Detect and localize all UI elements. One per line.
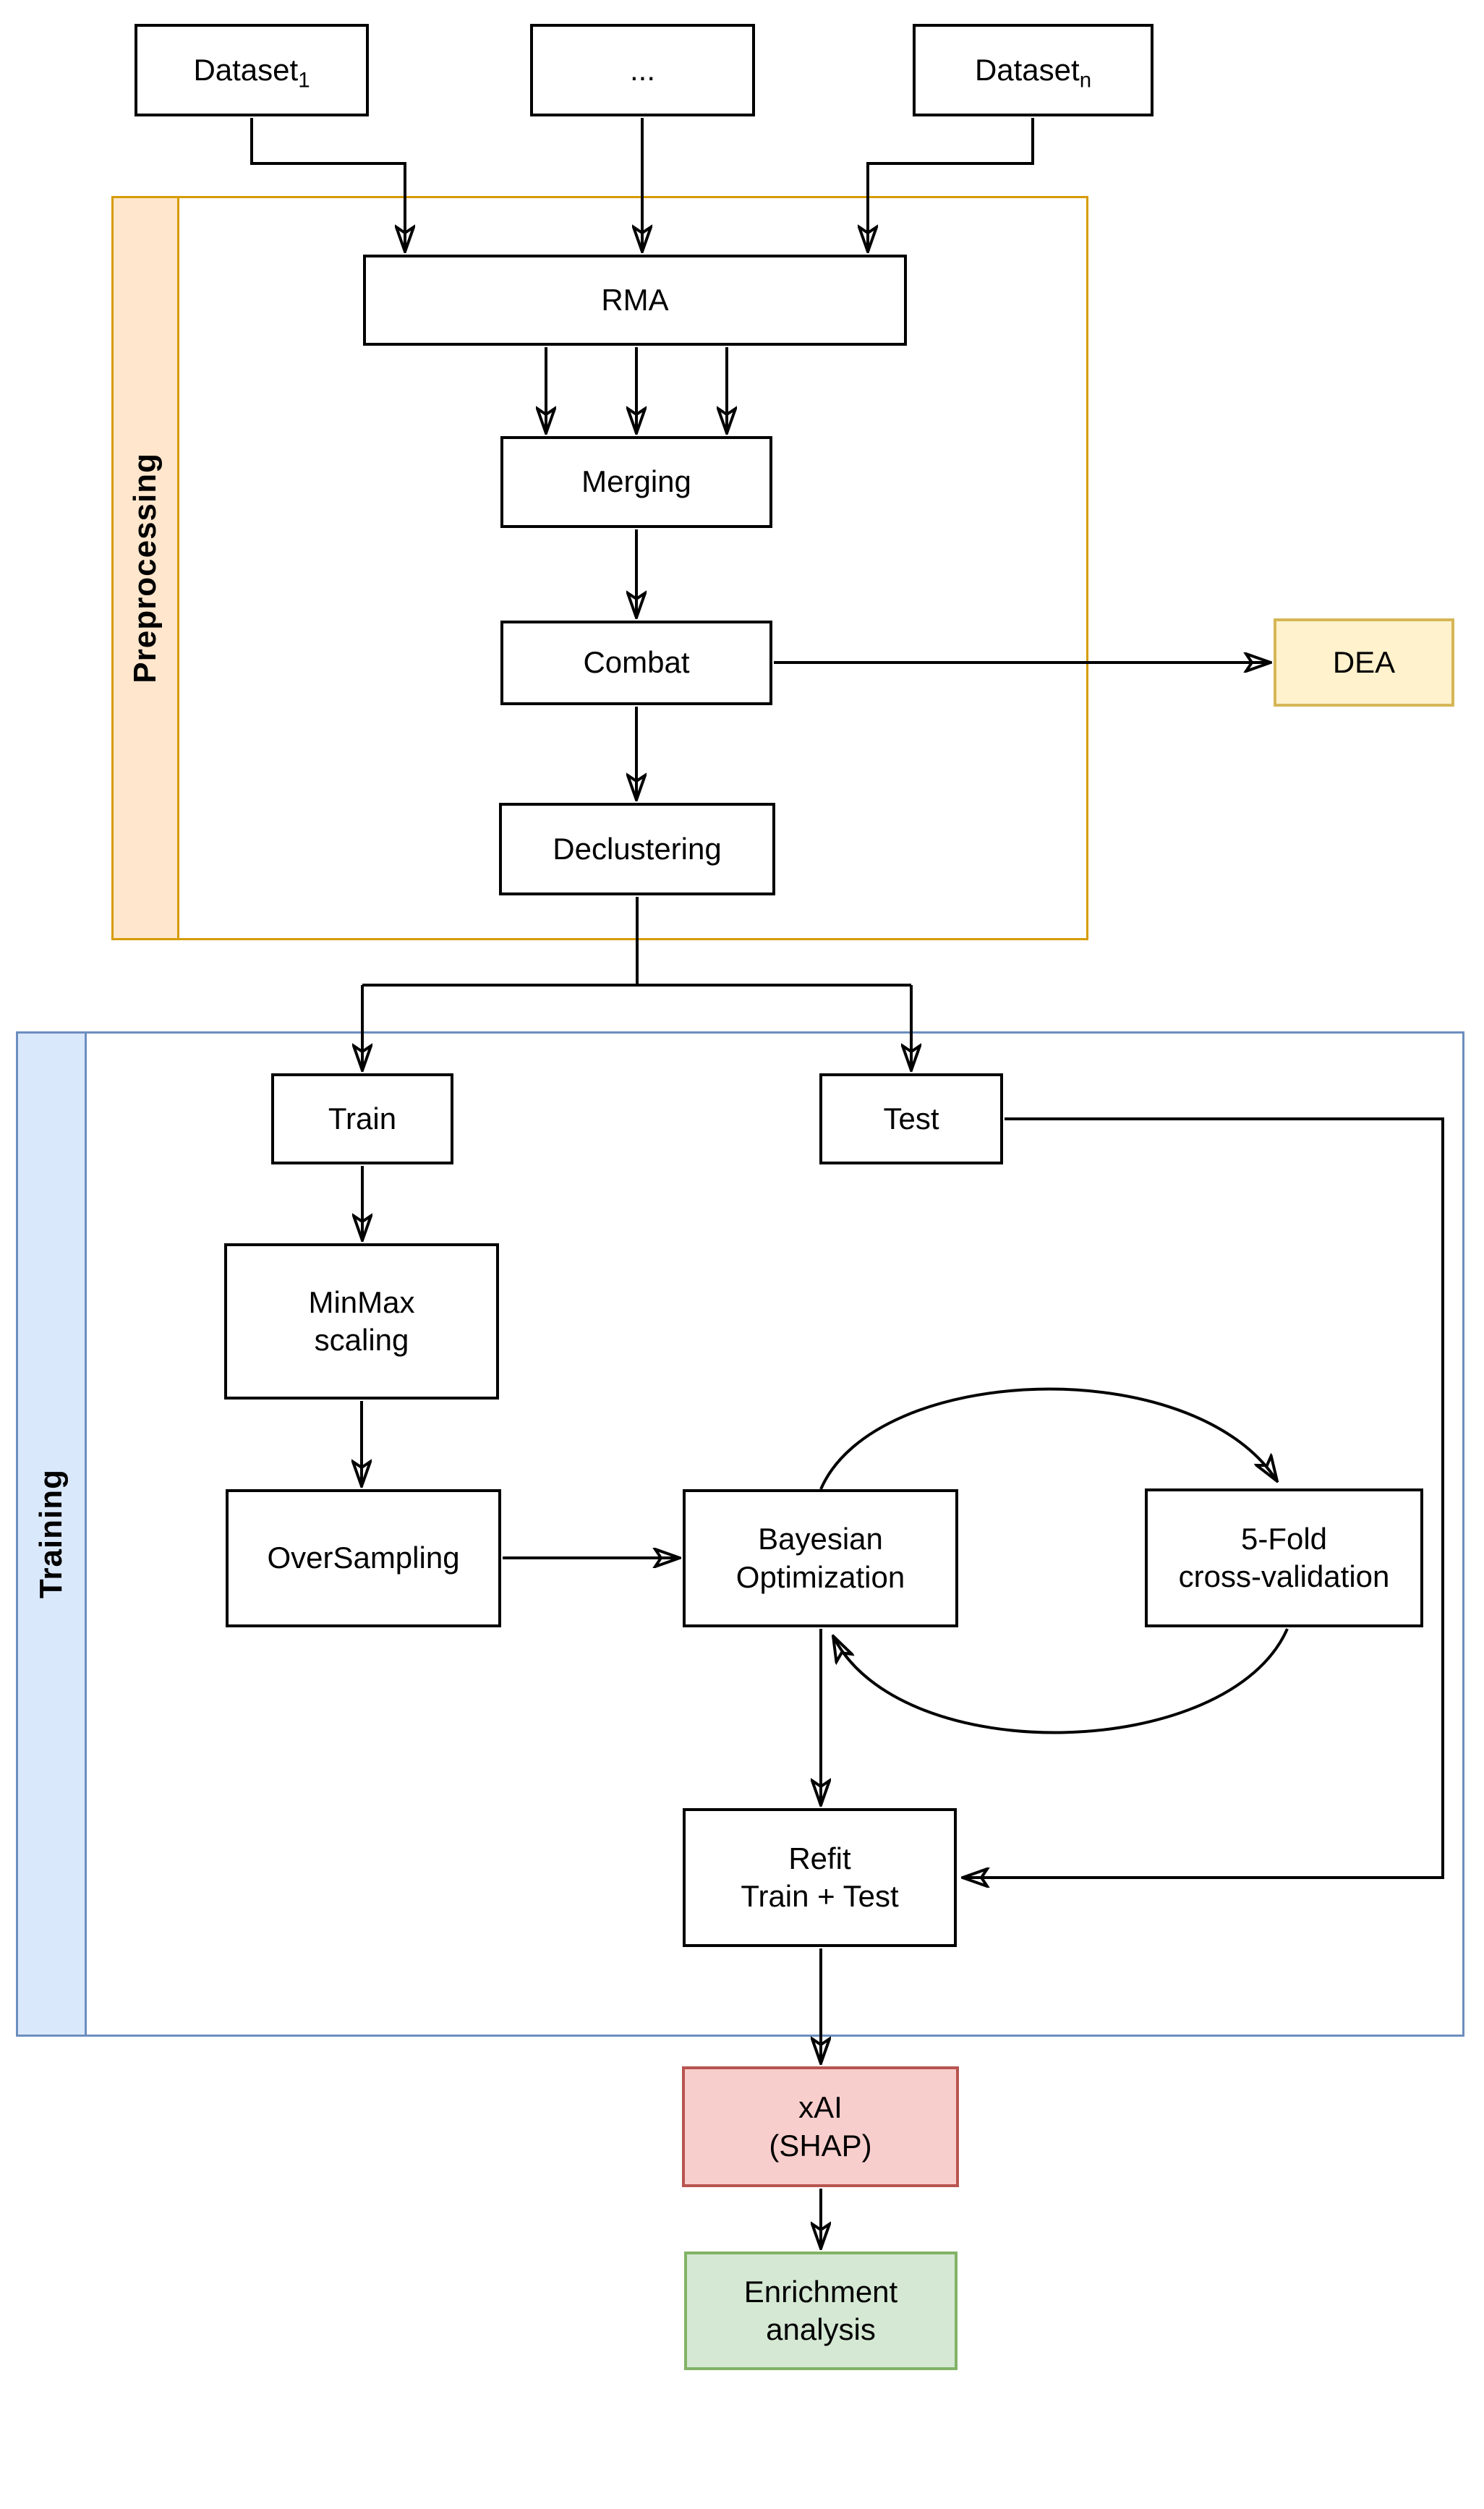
node-combat: Combat (500, 621, 772, 705)
node-refit-train-test: Refit Train + Test (683, 1808, 957, 1947)
node-test-label: Test (883, 1101, 939, 1136)
node-oversampling-label: OverSampling (267, 1541, 460, 1575)
node-datasetn-label: Datasetn (974, 51, 1092, 93)
preprocessing-container: Preprocessing (111, 196, 1088, 940)
datasetn-subscript: n (1079, 68, 1092, 93)
node-bayesian-optimization: Bayesian Optimization (683, 1489, 958, 1627)
dataset1-subscript: 1 (298, 68, 310, 93)
preprocessing-label-strip: Preprocessing (114, 198, 179, 938)
node-bayesian-line1: Bayesian (758, 1522, 883, 1556)
node-xai-shap: xAI (SHAP) (682, 2066, 959, 2187)
node-refit-line2: Train + Test (741, 1879, 899, 1913)
node-dataset-ellipsis: ... (530, 24, 755, 116)
datasetn-text: Dataset (974, 52, 1080, 87)
node-dataset1: Dataset1 (135, 24, 369, 116)
training-label: Training (33, 1469, 69, 1599)
node-refit-line1: Refit (788, 1841, 851, 1875)
node-enrichment-line1: Enrichment (743, 2274, 898, 2309)
node-cv-line2: cross-validation (1178, 1559, 1390, 1593)
node-enrichment-line2: analysis (766, 2312, 876, 2346)
node-declustering-label: Declustering (553, 831, 722, 866)
node-datasetn: Datasetn (913, 24, 1153, 116)
node-declustering: Declustering (499, 803, 775, 895)
node-xai-line2: (SHAP) (769, 2128, 872, 2163)
training-container: Training (16, 1031, 1464, 2037)
node-combat-label: Combat (583, 645, 690, 680)
node-dea-label: DEA (1332, 644, 1396, 679)
node-enrichment-analysis: Enrichment analysis (684, 2252, 958, 2370)
node-rma: RMA (363, 255, 907, 346)
node-oversampling: OverSampling (226, 1489, 501, 1627)
training-label-strip: Training (18, 1034, 87, 2035)
node-minmax-scaling: MinMax scaling (224, 1243, 499, 1400)
node-dea: DEA (1274, 618, 1454, 707)
dataset1-text: Dataset (193, 52, 299, 87)
node-dataset-ellipsis-label: ... (629, 52, 655, 87)
node-xai-line1: xAI (798, 2090, 843, 2124)
node-train: Train (271, 1073, 453, 1164)
node-minmax-line2: scaling (314, 1323, 409, 1357)
node-5fold-cross-validation: 5-Fold cross-validation (1145, 1488, 1423, 1627)
preprocessing-label: Preprocessing (127, 453, 163, 683)
node-test: Test (819, 1073, 1003, 1164)
node-rma-label: RMA (601, 282, 669, 317)
node-train-label: Train (328, 1101, 397, 1136)
node-minmax-line1: MinMax (308, 1285, 415, 1319)
node-bayesian-line2: Optimization (735, 1559, 905, 1594)
node-cv-line1: 5-Fold (1240, 1521, 1328, 1556)
node-merging: Merging (500, 436, 772, 528)
node-dataset1-label: Dataset1 (193, 51, 310, 93)
node-merging-label: Merging (581, 464, 691, 499)
